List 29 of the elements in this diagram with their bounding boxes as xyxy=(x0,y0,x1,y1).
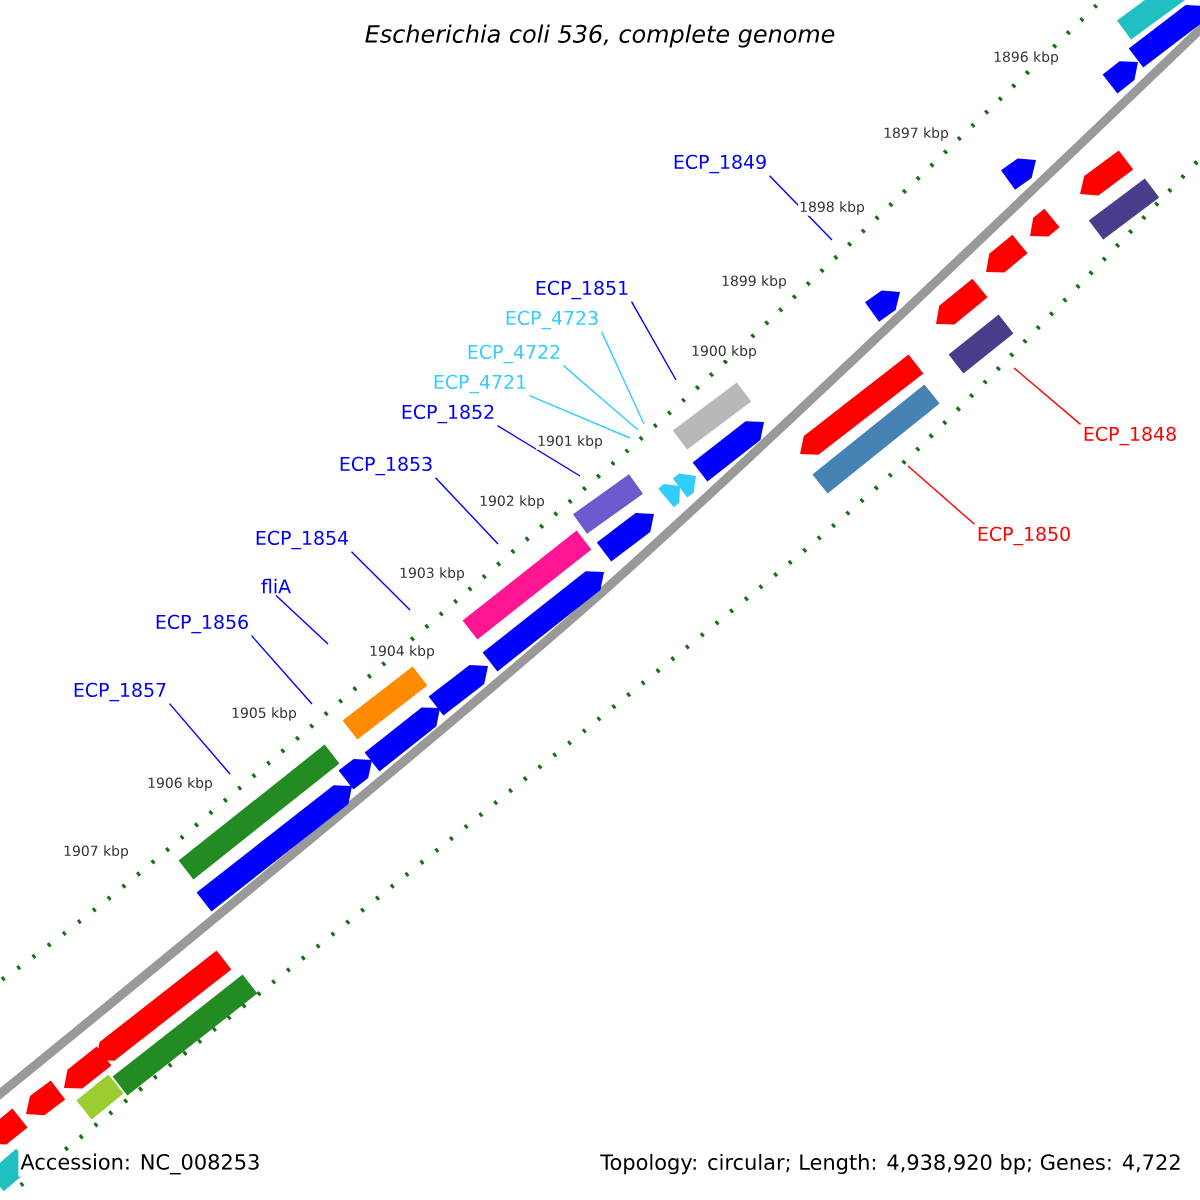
gene-label: ECP_1851 xyxy=(536,280,628,300)
gene-label: ECP_1854 xyxy=(256,530,349,550)
gene-label: ECP_1849 xyxy=(674,154,766,174)
gene-label: ECP_4723 xyxy=(506,310,598,330)
gene-label: fliA xyxy=(261,578,291,594)
footer-text: Topology: circular; Length: 4,938,920 bp; Genes: 4,722 xyxy=(600,1153,1180,1175)
gene-label: ECP_1848 xyxy=(1084,426,1176,446)
gene-label: ECP_1852 xyxy=(402,404,494,424)
gene-label: ECP_4722 xyxy=(468,344,560,364)
leader-line xyxy=(1013,367,1082,426)
footer-text: Accession: NC_008253 xyxy=(18,1151,263,1177)
leader-line xyxy=(168,702,231,775)
leader-line xyxy=(275,594,329,645)
leader-line xyxy=(768,174,833,241)
leader-line xyxy=(907,465,976,526)
leader-line xyxy=(496,424,581,477)
gene-label: ECP_1857 xyxy=(74,682,166,702)
gene-label: ECP_1853 xyxy=(340,456,432,476)
leader-line xyxy=(562,364,639,431)
leader-line xyxy=(528,394,631,439)
leader-line xyxy=(434,476,499,545)
leader-line xyxy=(350,550,411,611)
leader-line xyxy=(630,300,677,381)
gene-label: ECP_4721 xyxy=(434,374,526,394)
title: Escherichia coli 536, complete genome xyxy=(365,24,835,48)
leader-line xyxy=(250,634,313,705)
leader-line xyxy=(600,330,645,425)
gene-label: ECP_1850 xyxy=(978,526,1070,546)
gene-label: ECP_1856 xyxy=(156,614,248,634)
